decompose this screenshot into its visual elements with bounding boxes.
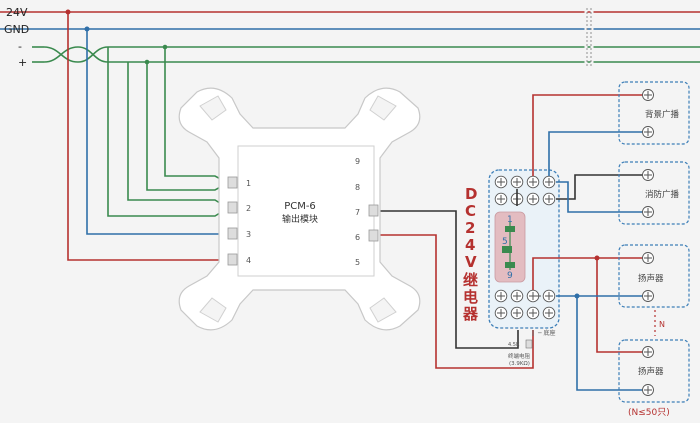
- module-body: [237, 145, 375, 277]
- wire-spk-red: [532, 257, 644, 290]
- wire-fire-black: [556, 174, 644, 200]
- svg-text:2: 2: [246, 204, 251, 213]
- resistor-value: (3.9KΩ): [509, 361, 530, 367]
- svg-text:V: V: [465, 253, 477, 271]
- resistor-label: 终端电阻: [508, 352, 531, 360]
- terminal-2: 2: [227, 201, 251, 214]
- svg-text:4: 4: [465, 236, 475, 254]
- module-subtitle: 输出模块: [282, 213, 318, 225]
- label-gnd: GND: [4, 23, 29, 36]
- terminal-9: 9: [355, 157, 360, 166]
- output-background-label: 背景广播: [645, 109, 680, 120]
- output-fire-label: 消防广播: [645, 189, 680, 200]
- wire-spk-red-2: [596, 258, 644, 353]
- output-speaker-1-label: 扬声器: [638, 273, 664, 284]
- terminal-resistor: [525, 339, 533, 349]
- output-speaker-2-label: 扬声器: [638, 366, 664, 377]
- module-left-terminals: 1 2 3 4: [227, 176, 251, 266]
- svg-text:3: 3: [246, 230, 251, 239]
- output-speaker-1: 扬声器: [618, 244, 690, 308]
- terminal-1: 1: [227, 176, 251, 189]
- relay-label: D C 2 4 V 继 电 器: [462, 185, 479, 323]
- svg-text:D: D: [465, 185, 477, 203]
- wire-bg-red: [532, 94, 644, 176]
- n-label: N: [659, 320, 665, 329]
- svg-text:继: 继: [463, 271, 478, 289]
- relay-coil-detail: [502, 222, 515, 270]
- wire-t3: [86, 29, 228, 235]
- wire-fire-blue: [556, 181, 644, 213]
- rail-cross-2: [43, 46, 700, 63]
- terminal-4: 4: [227, 253, 251, 266]
- n-note: (N≤50只): [628, 408, 670, 418]
- label-24v: 24V: [6, 6, 28, 19]
- svg-text:7: 7: [355, 208, 360, 217]
- svg-text:6: 6: [355, 233, 360, 242]
- terminal-6: 6: [355, 229, 379, 242]
- label-plus: +: [18, 56, 27, 69]
- svg-text:器: 器: [462, 305, 479, 323]
- terminal-8: 8: [355, 183, 360, 192]
- wire-bg-blue: [548, 131, 644, 176]
- output-fire: 消防广播: [618, 161, 690, 225]
- wire-t4: [67, 12, 228, 261]
- output-speaker-2: 扬声器: [618, 339, 690, 403]
- svg-text:C: C: [465, 202, 476, 220]
- module-right-terminals: 9 8 7 6 5: [355, 157, 379, 267]
- relay-base-label: ─ 底座: [537, 329, 556, 337]
- wire-spk-blue-2: [576, 296, 644, 391]
- output-background: 背景广播: [618, 81, 690, 145]
- rail-cross: [43, 46, 700, 63]
- svg-text:2: 2: [465, 219, 475, 237]
- relay-terminals: [494, 175, 556, 320]
- module-name: PCM-6: [284, 201, 316, 212]
- wire-t6: [378, 234, 534, 369]
- power-rails: [0, 8, 700, 66]
- terminal-7: 7: [355, 204, 379, 217]
- output-wires: [516, 94, 644, 391]
- label-minus: -: [18, 40, 22, 53]
- wire-t7: [378, 210, 519, 349]
- svg-text:4: 4: [246, 256, 251, 265]
- svg-text:电: 电: [463, 288, 478, 306]
- coil-pin-1: 1: [507, 215, 513, 225]
- coil-pin-5: 5: [502, 237, 508, 247]
- terminal-3: 3: [227, 227, 251, 240]
- coil-pin-9: 9: [507, 271, 513, 281]
- resistor-prefix: 4.5K: [508, 342, 520, 348]
- svg-text:1: 1: [246, 179, 251, 188]
- terminal-5: 5: [355, 258, 360, 267]
